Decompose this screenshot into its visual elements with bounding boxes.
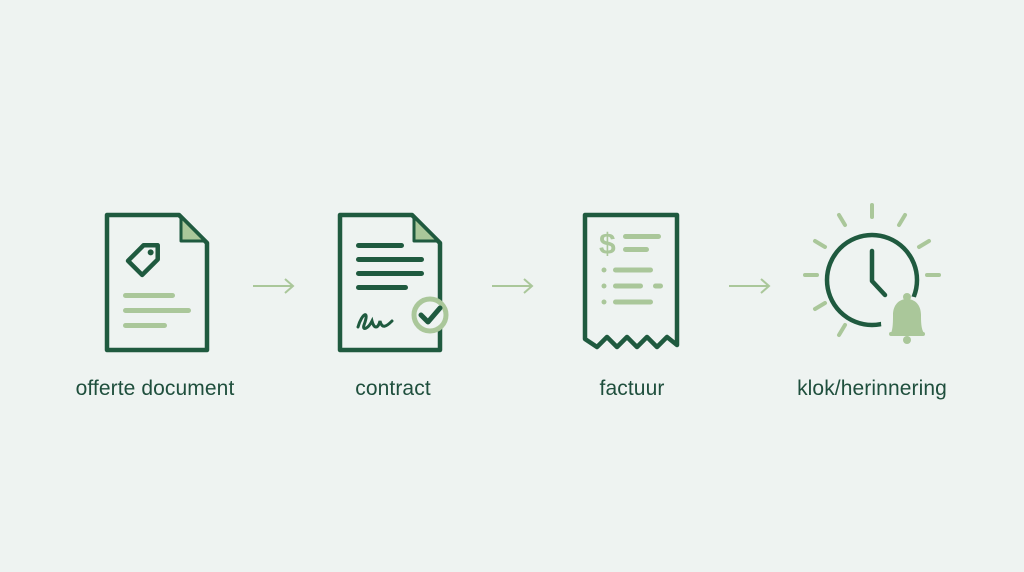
arrow-right-icon xyxy=(729,278,771,294)
arrow-right-icon xyxy=(253,278,295,294)
step-label: factuur xyxy=(599,377,665,400)
step-klok-herinnering: klok/herinnering xyxy=(752,203,992,415)
step-offerte-document: offerte document xyxy=(35,205,275,415)
arrow-right-icon xyxy=(492,278,534,294)
svg-text:$: $ xyxy=(599,228,616,261)
invoice-receipt-icon: $ xyxy=(582,212,680,350)
step-label: offerte document xyxy=(75,377,235,400)
contract-signature-icon xyxy=(337,212,449,353)
quote-document-icon xyxy=(104,212,210,353)
step-label: contract xyxy=(355,377,431,400)
step-contract: contract xyxy=(273,205,513,415)
clock-reminder-icon xyxy=(803,203,941,348)
step-factuur: $ factuur xyxy=(512,205,752,415)
step-label: klok/herinnering xyxy=(797,377,947,400)
